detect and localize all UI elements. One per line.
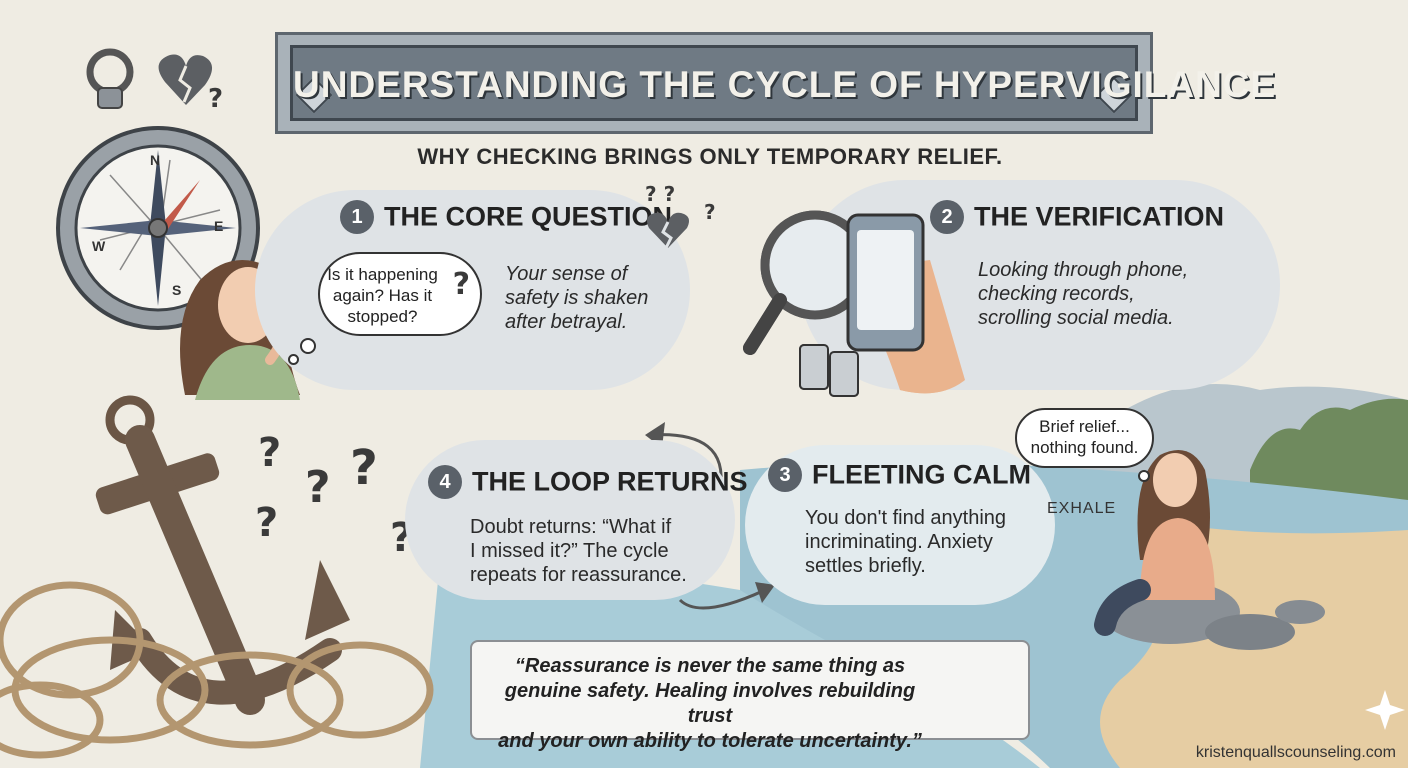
question-mark-icon: ? — [305, 462, 331, 513]
page-title: UNDERSTANDING THE CYCLE OF HYPERVIGILANC… — [293, 64, 1277, 105]
question-mark-icon: ? — [452, 267, 470, 302]
step-1-title: THE CORE QUESTION — [384, 201, 673, 232]
thought-line: Is it happening — [327, 265, 438, 284]
description-line: You don't find anything — [805, 507, 1007, 529]
tree-line — [1250, 398, 1408, 500]
thought-line: again? Has it — [332, 286, 433, 305]
thought-dot — [300, 338, 316, 354]
step-2-description: Looking through phone, checking records,… — [978, 258, 1218, 330]
description-line: Doubt returns: “What if — [470, 516, 672, 538]
question-mark-icon: ? — [704, 200, 716, 224]
step-4-number: 4 — [428, 465, 462, 499]
cycle-arrow-down — [678, 588, 766, 610]
step-2-title: THE VERIFICATION — [974, 201, 1225, 232]
thought-line: Brief relief... — [1039, 417, 1130, 436]
description-line: safety is shaken — [505, 287, 649, 309]
exhale-label: EXHALE — [1047, 500, 1117, 517]
step-3-number: 3 — [768, 458, 802, 492]
step-3-heading: 3 FLEETING CALM — [768, 458, 1031, 492]
compass-letter-s: S — [172, 282, 182, 298]
phone-and-magnifier-illustration — [743, 210, 965, 397]
quote-box: “Reassurance is never the same thing as … — [470, 640, 1030, 752]
step-3-description: You don't find anything incriminating. A… — [805, 506, 1050, 578]
step-2-heading: 2 THE VERIFICATION — [930, 200, 1224, 234]
description-line: repeats for reassurance. — [470, 564, 687, 586]
description-line: settles briefly. — [805, 555, 926, 577]
description-line: Your sense of — [505, 263, 628, 285]
description-line: incriminating. Anxiety — [805, 531, 993, 553]
cycle-arrow-down-head — [755, 582, 775, 603]
step-1-description: Your sense of safety is shaken after bet… — [505, 262, 685, 334]
question-marks-icon: ? ? — [645, 182, 676, 206]
step-4-panel — [405, 440, 735, 600]
relaxed-woman-illustration — [1094, 450, 1215, 636]
quote-line: and your own ability to tolerate uncerta… — [498, 730, 922, 752]
quote-line: genuine safety. Healing involves rebuild… — [504, 680, 916, 727]
rope-illustration — [0, 581, 434, 759]
step-2-number: 2 — [930, 200, 964, 234]
question-mark-icon: ? — [350, 440, 378, 496]
thought-dot — [1138, 470, 1150, 482]
question-mark-icon: ? — [208, 84, 224, 114]
description-line: after betrayal. — [505, 311, 628, 333]
broken-heart-icon — [158, 54, 213, 105]
sparkle-icon — [1365, 690, 1405, 730]
compass-letter-e: E — [214, 218, 224, 234]
quote-text: “Reassurance is never the same thing as … — [490, 654, 930, 754]
step-1-thought-bubble: Is it happening again? Has it stopped? ? — [318, 252, 482, 336]
description-line: checking records, — [978, 283, 1135, 305]
step-3-title: FLEETING CALM — [812, 459, 1031, 490]
step-4-title: THE LOOP RETURNS — [472, 466, 748, 497]
description-line: scrolling social media. — [978, 307, 1174, 329]
compass-letter-n: N — [150, 152, 161, 168]
footer-website: kristenquallscounseling.com — [1195, 744, 1396, 761]
rock — [1275, 600, 1325, 624]
rock — [1205, 614, 1295, 650]
thinking-woman-illustration — [180, 260, 300, 400]
step-1-heading: 1 THE CORE QUESTION — [340, 200, 672, 234]
page-subtitle: WHY CHECKING BRINGS ONLY TEMPORARY RELIE… — [417, 144, 1003, 169]
title-banner: UNDERSTANDING THE CYCLE OF HYPERVIGILANC… — [275, 32, 1277, 134]
description-line: I missed it?” The cycle — [470, 540, 669, 562]
question-mark-icon: ? — [258, 430, 282, 476]
step-4-description: Doubt returns: “What if I missed it?” Th… — [470, 515, 720, 587]
thought-line: nothing found. — [1030, 438, 1139, 457]
description-line: Looking through phone, — [978, 259, 1189, 281]
title-banner-panel: UNDERSTANDING THE CYCLE OF HYPERVIGILANC… — [290, 45, 1277, 121]
step-1-number: 1 — [340, 200, 374, 234]
compass-letter-w: W — [92, 238, 106, 254]
thought-dot — [288, 354, 299, 365]
broken-heart-icon — [647, 212, 689, 249]
thought-line: stopped? — [347, 307, 418, 326]
step-3-thought-bubble: Brief relief... nothing found. — [1015, 408, 1154, 468]
quote-line: “Reassurance is never the same thing as — [514, 655, 906, 677]
question-mark-icon: ? — [255, 500, 279, 546]
step-4-heading: 4 THE LOOP RETURNS — [428, 465, 748, 499]
